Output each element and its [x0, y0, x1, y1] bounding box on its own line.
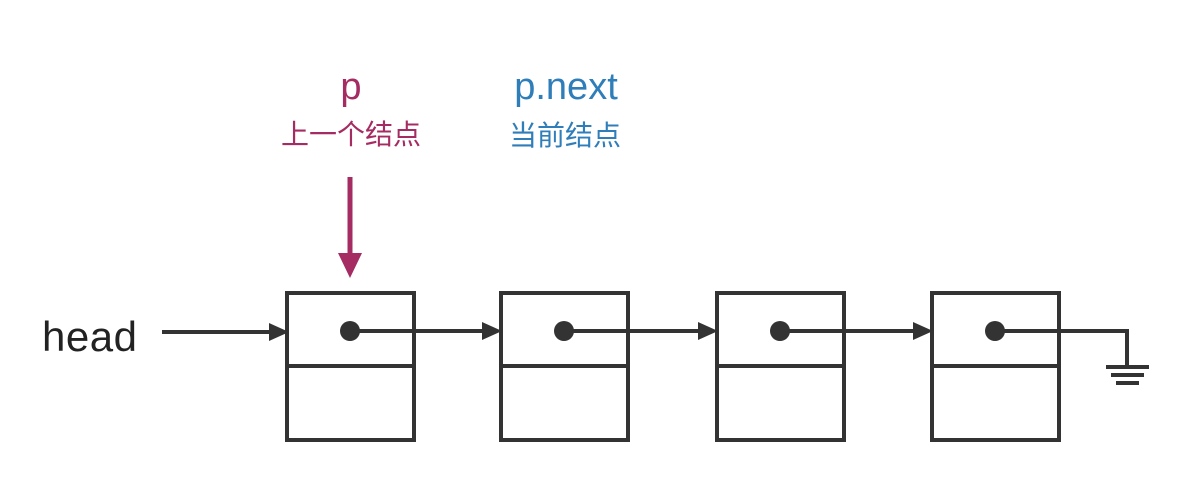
- list-node: [285, 291, 416, 442]
- next-arrow-head-3: [913, 322, 933, 340]
- list-node: [499, 291, 630, 442]
- p-pointer-label: p: [340, 66, 362, 108]
- list-node: [715, 291, 846, 442]
- ground-null-icon: [995, 329, 1149, 385]
- head-arrow-head: [269, 323, 289, 341]
- next-arrow-head-1: [482, 322, 502, 340]
- next-arrow-head-2: [698, 322, 718, 340]
- p-next-pointer-label: p.next: [514, 66, 618, 108]
- p-pointer-caption: 上一个结点: [280, 119, 422, 150]
- p-next-pointer-caption: 当前结点: [508, 120, 622, 151]
- head-pointer-label: head: [42, 313, 138, 360]
- p-pointer-arrow-head: [338, 253, 362, 278]
- list-node: [930, 291, 1061, 442]
